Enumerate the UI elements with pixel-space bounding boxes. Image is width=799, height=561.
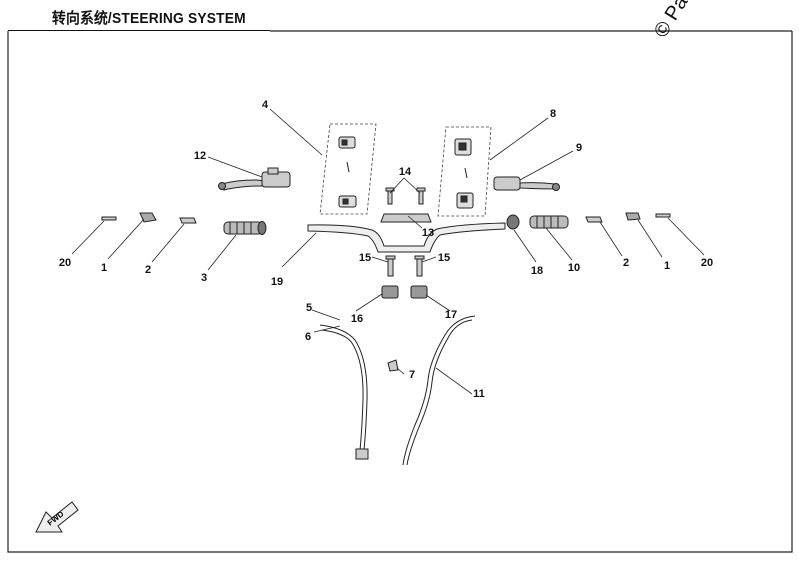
- callout-2-right: 2: [623, 257, 629, 269]
- handlebar: [307, 222, 506, 253]
- throttle-cable: [319, 324, 369, 460]
- cable-clip: [387, 359, 399, 372]
- callout-1-left: 1: [101, 262, 107, 274]
- bar-end-parts: [101, 212, 671, 224]
- title-underline: [8, 30, 270, 31]
- direction-arrow: FWD: [35, 501, 79, 533]
- callout-15-left: 15: [359, 252, 371, 264]
- right-throttle-grip: [506, 214, 569, 230]
- left-brake-lever: [218, 167, 291, 191]
- callout-11: 11: [473, 388, 485, 400]
- lower-clamp-bolts: [385, 255, 425, 277]
- callout-1-right: 1: [664, 260, 670, 272]
- callout-14: 14: [399, 166, 412, 178]
- callout-8: 8: [550, 108, 556, 120]
- callout-4: 4: [262, 99, 269, 111]
- callout-19: 19: [271, 276, 283, 288]
- callout-16: 16: [351, 313, 363, 325]
- callout-13: 13: [422, 227, 434, 239]
- lower-clamps: [381, 285, 428, 299]
- callout-2-left: 2: [145, 264, 151, 276]
- callout-15-right: 15: [438, 252, 450, 264]
- left-grip: [223, 221, 267, 235]
- page-title: 转向系统/STEERING SYSTEM: [52, 10, 246, 27]
- callout-7: 7: [409, 369, 415, 381]
- callout-5: 5: [306, 302, 312, 314]
- callout-10: 10: [568, 262, 580, 274]
- choke-cable: [402, 315, 476, 466]
- callout-12: 12: [194, 150, 206, 162]
- switch-kit-left-box: [319, 123, 377, 215]
- clamp-bolts: [385, 187, 426, 205]
- callout-20-right: 20: [701, 257, 713, 269]
- callout-20-left: 20: [59, 257, 71, 269]
- upper-clamp: [380, 213, 432, 223]
- callout-3: 3: [201, 272, 207, 284]
- right-brake-lever: [493, 176, 560, 191]
- left-switch-housing: [338, 136, 357, 208]
- callout-labels: 4 8 12 9 14 13 20 1 2 3 19 15 15 16 17 1…: [59, 99, 713, 400]
- switch-kit-right-box: [437, 126, 492, 217]
- right-switch-housing: [454, 138, 474, 209]
- leader-lines: [71, 108, 705, 395]
- callout-6: 6: [305, 331, 311, 343]
- callout-17: 17: [445, 309, 457, 321]
- callout-18: 18: [531, 265, 543, 277]
- border: [7, 30, 793, 553]
- callout-9: 9: [576, 142, 582, 154]
